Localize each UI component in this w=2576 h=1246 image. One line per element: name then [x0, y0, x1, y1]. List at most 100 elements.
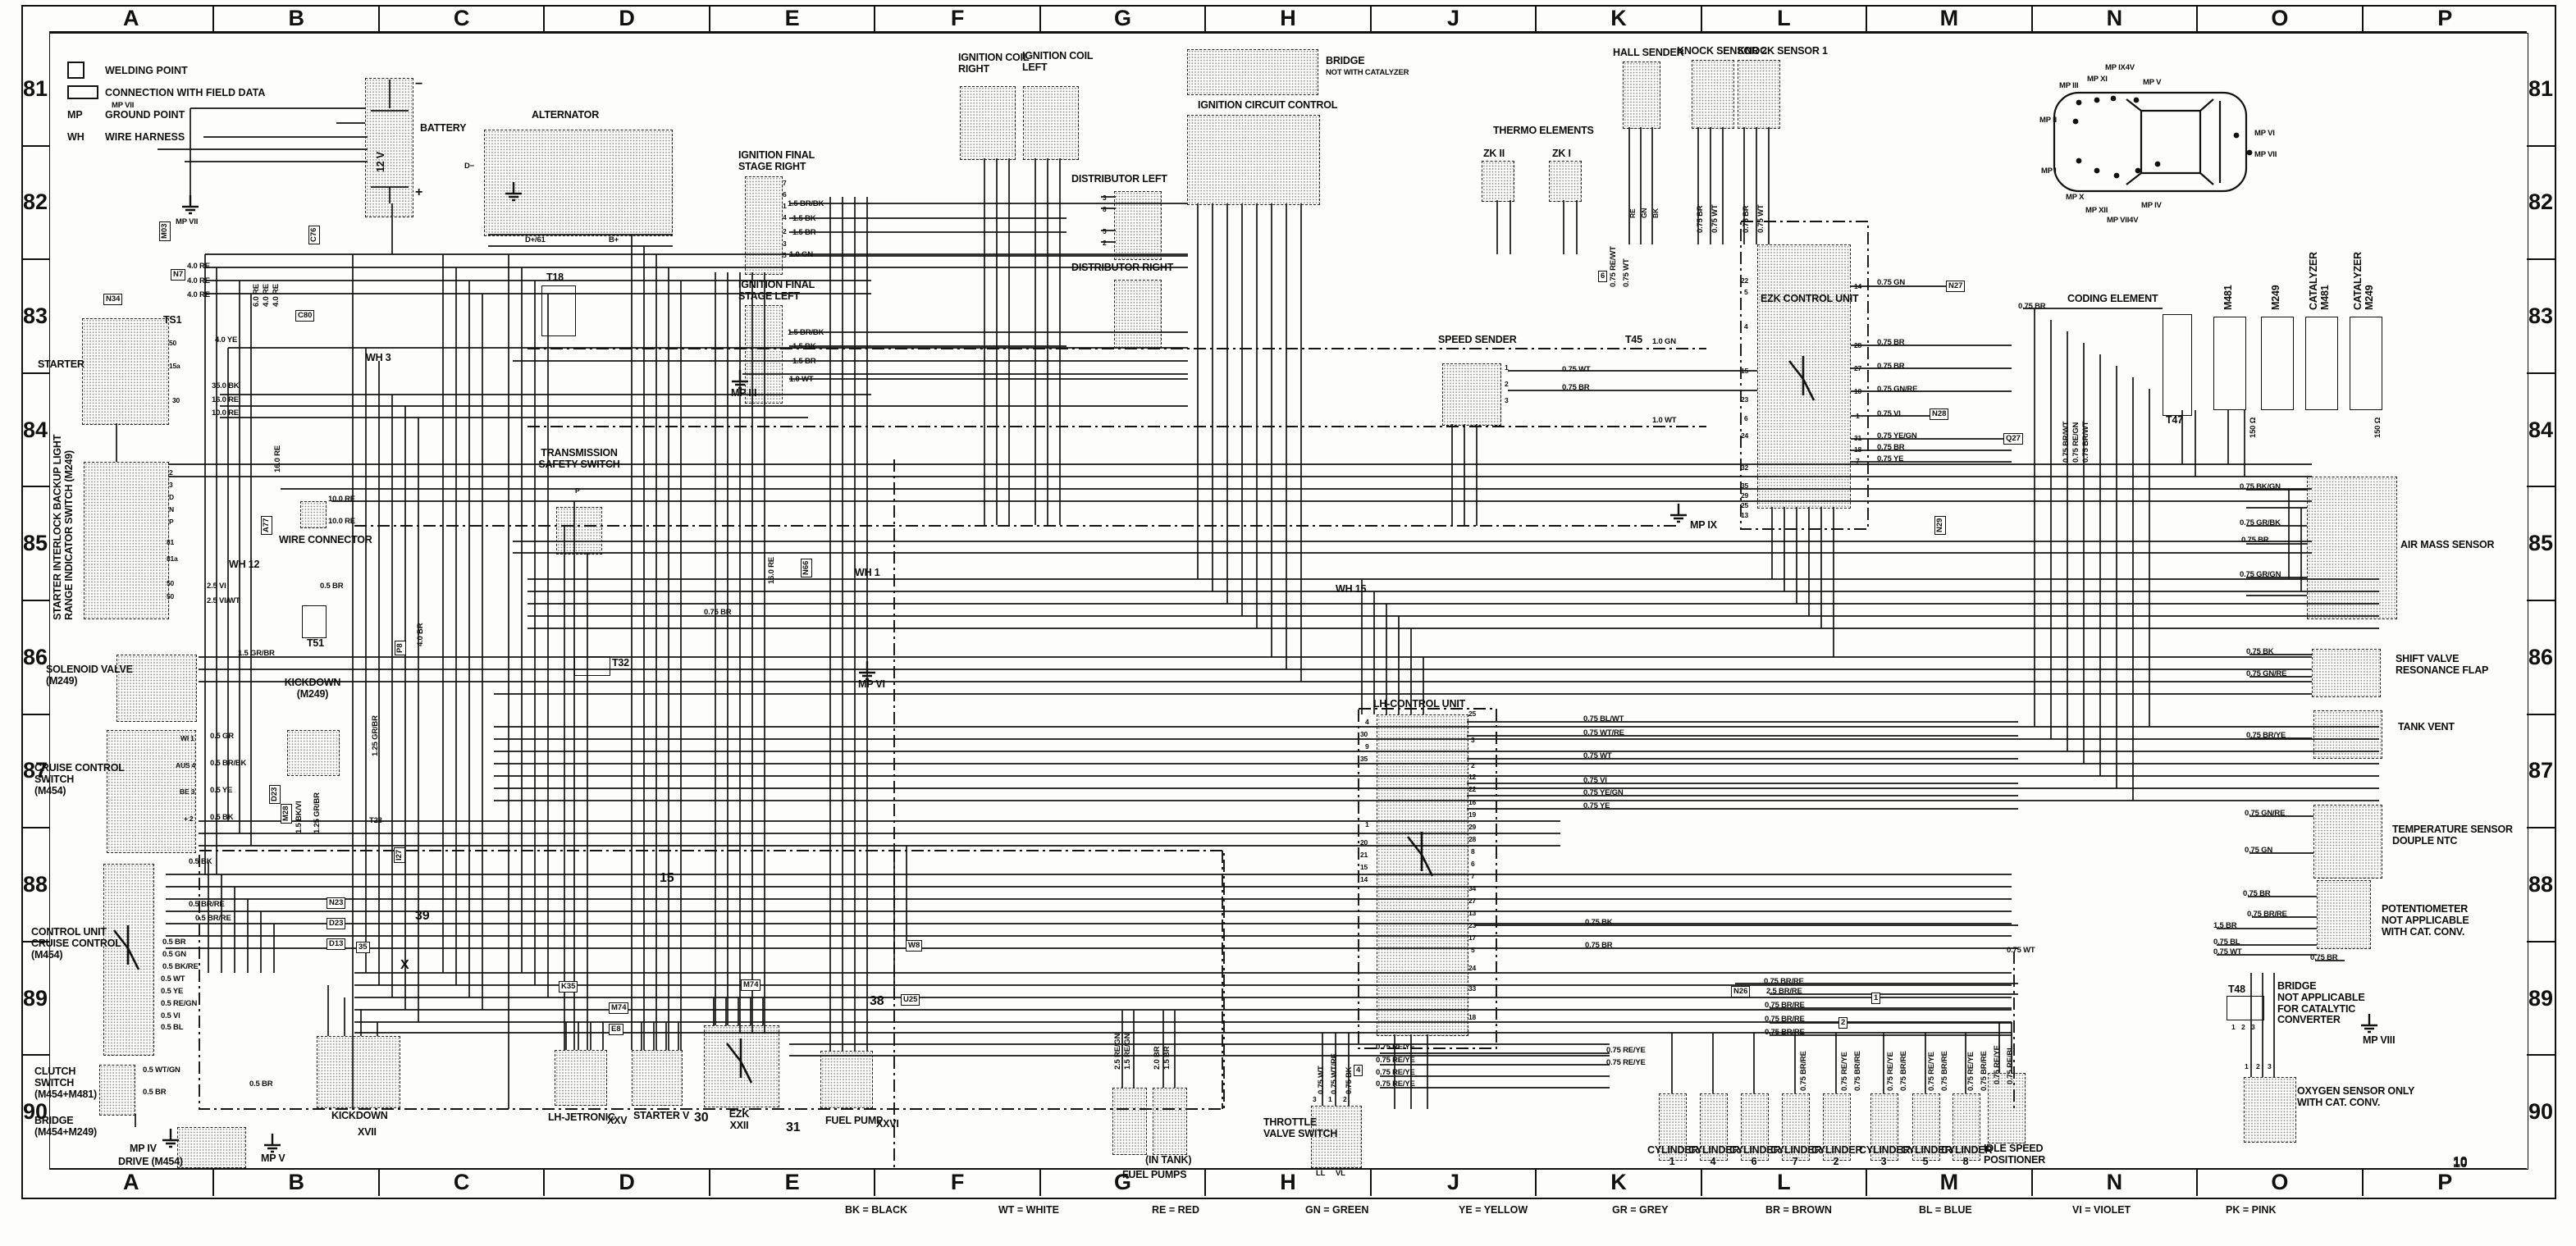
label-0-75-re-ye: 0.75 RE/YE [1966, 1052, 1975, 1091]
column-M: M [1866, 1168, 2030, 1196]
label-gn: GN [1640, 208, 1648, 218]
label-0-75-br-re: 0.75 BR/RE [1764, 977, 1804, 986]
cruise-control-unit [103, 864, 154, 1056]
label-4: 4 [1365, 718, 1369, 726]
label-mp-xi: MP XI [2087, 75, 2108, 84]
shift-valve-resonance-flap [2312, 649, 2381, 697]
coding-element-connector [2163, 314, 2192, 416]
label-p: P [575, 486, 580, 495]
connector-ref-m03: M03 [159, 221, 171, 241]
alternator [484, 130, 673, 236]
label-mp-vi: MP VI [858, 678, 885, 690]
label-0-75-br: 0.75 BR [1562, 383, 1590, 392]
label-1-5-bk: 1.5 BK [792, 214, 816, 223]
label-be-3: BE 3 [180, 787, 195, 796]
label-0-75-ye-gn: 0.75 YE/GN [1877, 431, 1917, 440]
column-O: O [2196, 1168, 2361, 1196]
clutch-switch [99, 1065, 135, 1116]
label-14: 14 [1854, 282, 1862, 290]
label-0-75-br: 0.75 BR [1696, 205, 1705, 233]
label-0-75-br: 0.75 BR [2243, 889, 2271, 898]
label-knock-sensor-1: KNOCK SENSOR 1 [1738, 45, 1828, 57]
label-xxvi: XXVI [876, 1118, 899, 1130]
label-2: 2 [2241, 1023, 2245, 1031]
label-6: 6 [1744, 414, 1748, 422]
label-3: 3 [783, 240, 787, 248]
row-82: 82 [21, 144, 49, 259]
label-0-5-ye: 0.5 YE [161, 987, 184, 996]
label-21: 21 [1360, 851, 1368, 859]
label-15: 15 [1360, 863, 1368, 871]
label-0-75-vi: 0.75 VI [1583, 776, 1607, 785]
label-zk-i: ZK I [1552, 148, 1571, 159]
label-wh-12: WH 12 [229, 559, 260, 570]
label-solenoid-valve-m249-: SOLENOID VALVE (M249) [46, 664, 133, 687]
label-4-0-re: 4.0 RE [187, 276, 210, 285]
label-20: 20 [1360, 838, 1368, 847]
label-15: 15 [660, 871, 674, 885]
label-cylinder-8: CYLINDER 8 [1941, 1144, 1993, 1167]
label-kickdown-m249-: KICKDOWN (M249) [284, 677, 341, 700]
label-2-5-br-re: 2.5 BR/RE [1766, 987, 1802, 996]
label-mp-iv: MP IV [2141, 201, 2162, 210]
color-code-bl: BL = BLUE [1919, 1204, 1972, 1216]
label-wi-1: WI 1 [180, 734, 194, 742]
label-150-: 150 Ω [2373, 417, 2382, 438]
label-distributor-left: DISTRIBUTOR LEFT [1071, 173, 1167, 185]
column-J: J [1369, 5, 1536, 33]
label-0-75-ye-gn: 0.75 YE/GN [1583, 788, 1624, 797]
label-ignition-final-stage-right: IGNITION FINAL STAGE RIGHT [738, 149, 815, 172]
connector-ref-k35: K35 [559, 981, 578, 993]
label-17: 17 [1468, 933, 1477, 942]
cylinder-8 [1953, 1093, 1980, 1161]
connector-ref-a77: A77 [261, 515, 272, 535]
label-distributor-right: DISTRIBUTOR RIGHT [1071, 262, 1174, 273]
label-2-5-vi-wt: 2.5 VI/WT [207, 596, 240, 605]
connector-ref-n66: N66 [801, 558, 812, 577]
label-13: 13 [1468, 909, 1477, 917]
label-0-75-br-re: 0.75 BR/RE [1940, 1051, 1949, 1091]
connector-ref-e8: E8 [609, 1024, 623, 1035]
starter [82, 318, 169, 425]
label-cylinder-2: CYLINDER 2 [1811, 1144, 1863, 1167]
t18-connector [541, 285, 576, 336]
label-lh-jetronic: LH-JETRONIC [548, 1111, 615, 1123]
label-0-75-re-ye: 0.75 RE/YE [1376, 1079, 1415, 1089]
label-p: P [169, 518, 174, 526]
thermo-element-zk1 [1549, 161, 1582, 202]
label-t45: T45 [1625, 334, 1642, 345]
label-10-0-re: 10.0 RE [212, 408, 239, 418]
knock-sensor-2 [1692, 60, 1734, 129]
label-potentiometer-not-applicable: POTENTIOMETER NOT APPLICABLE WITH CAT. C… [2382, 903, 2469, 938]
label-mp-vii: MP VII [112, 101, 135, 110]
row-85: 85 [21, 486, 49, 600]
cylinder-3 [1870, 1093, 1898, 1161]
label-16-0-re: 16.0 RE [212, 395, 239, 404]
label-0-75-gn: 0.75 GN [1877, 278, 1905, 287]
color-code-bk: BK = BLACK [845, 1204, 908, 1216]
catalyzer-m481-connector [2305, 317, 2338, 410]
legend-label: WIRE HARNESS [105, 130, 185, 143]
label-27: 27 [1854, 364, 1862, 372]
label-2: 2 [1505, 380, 1509, 388]
label-oxygen-sensor-only-with-cat-: OXYGEN SENSOR ONLY WITH CAT. CONV. [2297, 1085, 2415, 1108]
color-code-wt: WT = WHITE [998, 1204, 1059, 1216]
label-38: 38 [870, 994, 884, 1008]
label-6-0-re: 6.0 RE [252, 284, 261, 307]
label-0-5-vi: 0.5 VI [161, 1011, 180, 1020]
label-0-75-br-re: 0.75 BR/RE [1853, 1051, 1862, 1091]
label-n: N [169, 505, 174, 513]
label-10: 10 [2453, 1157, 2468, 1171]
connector-ref-2: 2 [1838, 1017, 1848, 1029]
label-1-5-br: 1.5 BR [2213, 921, 2237, 930]
m249-connector [2261, 317, 2294, 410]
label-22: 22 [1468, 785, 1477, 793]
row-84: 84 [21, 372, 49, 486]
label-catalyzer-m249: CATALYZER M249 [2352, 252, 2375, 310]
label-0-75-br-re: 0.75 BR/RE [1799, 1051, 1808, 1091]
label-1: 1 [1505, 363, 1509, 372]
label-tank-vent: TANK VENT [2398, 721, 2455, 733]
